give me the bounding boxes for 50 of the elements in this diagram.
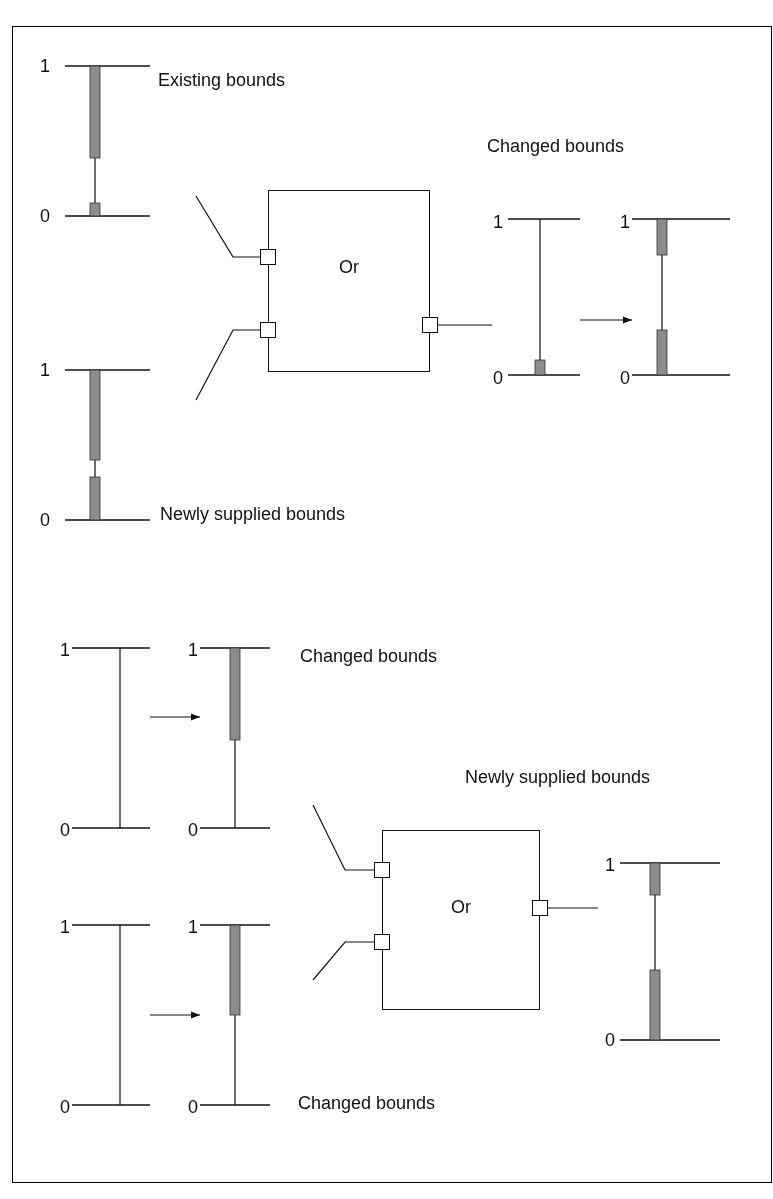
port-square (421, 316, 438, 333)
axis-value: 0 (605, 1029, 615, 1051)
axis-value: 1 (40, 359, 50, 381)
bound-gauge-drawing (200, 647, 270, 829)
axis-value: 1 (188, 916, 198, 938)
axis-value: 0 (40, 205, 50, 227)
axis-value: 1 (605, 854, 615, 876)
caption-text: Changed bounds (487, 135, 625, 157)
caption-text: Newly supplied bounds (160, 503, 346, 525)
connector-line (312, 941, 375, 981)
caption-text: Existing bounds (158, 69, 286, 91)
port-square (259, 248, 276, 265)
axis-value: 0 (188, 819, 198, 841)
caption-text: Changed bounds (300, 645, 438, 667)
bound-gauge-drawing (632, 218, 730, 376)
bound-gauge-drawing (508, 218, 580, 376)
port-square (373, 933, 390, 950)
port-square (373, 861, 390, 878)
caption-text: Newly supplied bounds (465, 766, 651, 788)
connector-line (195, 329, 261, 401)
port-square (531, 899, 548, 916)
gate-label: Or (450, 897, 472, 918)
port-square (259, 321, 276, 338)
bound-gauge-drawing (65, 65, 150, 217)
axis-value: 0 (40, 509, 50, 531)
connector-line (312, 804, 375, 871)
bound-gauge-drawing (72, 924, 150, 1106)
gate-label: Or (338, 257, 360, 278)
axis-value: 0 (493, 367, 503, 389)
axis-value: 1 (620, 211, 630, 233)
bound-gauge-drawing (620, 862, 720, 1041)
connector-line (195, 195, 261, 258)
axis-value: 0 (188, 1096, 198, 1118)
arrow (149, 1011, 201, 1019)
axis-value: 1 (188, 639, 198, 661)
connector-line (547, 907, 599, 909)
axis-value: 1 (60, 639, 70, 661)
bound-gauge-drawing (65, 369, 150, 521)
axis-value: 0 (60, 1096, 70, 1118)
connector-line (437, 324, 493, 326)
axis-value: 1 (40, 55, 50, 77)
axis-value: 0 (620, 367, 630, 389)
axis-value: 1 (493, 211, 503, 233)
arrow (579, 316, 633, 324)
axis-value: 0 (60, 819, 70, 841)
bound-gauge-drawing (200, 924, 270, 1106)
caption-text: Changed bounds (298, 1092, 436, 1114)
bound-gauge-drawing (72, 647, 150, 829)
axis-value: 1 (60, 916, 70, 938)
arrow (149, 713, 201, 721)
